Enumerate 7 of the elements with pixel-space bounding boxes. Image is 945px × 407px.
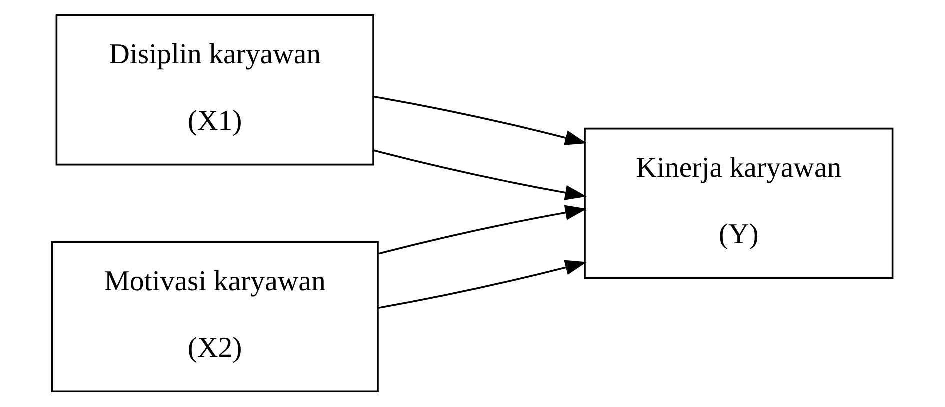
node-box: Motivasi karyawan (X2) xyxy=(51,241,379,392)
node-box: Disiplin karyawan (X1) xyxy=(56,14,374,166)
arrow xyxy=(378,260,587,309)
arrow xyxy=(373,150,587,200)
arrow xyxy=(378,205,588,255)
node-box: Kinerja karyawan (Y) xyxy=(584,128,894,280)
arrow xyxy=(374,96,587,146)
